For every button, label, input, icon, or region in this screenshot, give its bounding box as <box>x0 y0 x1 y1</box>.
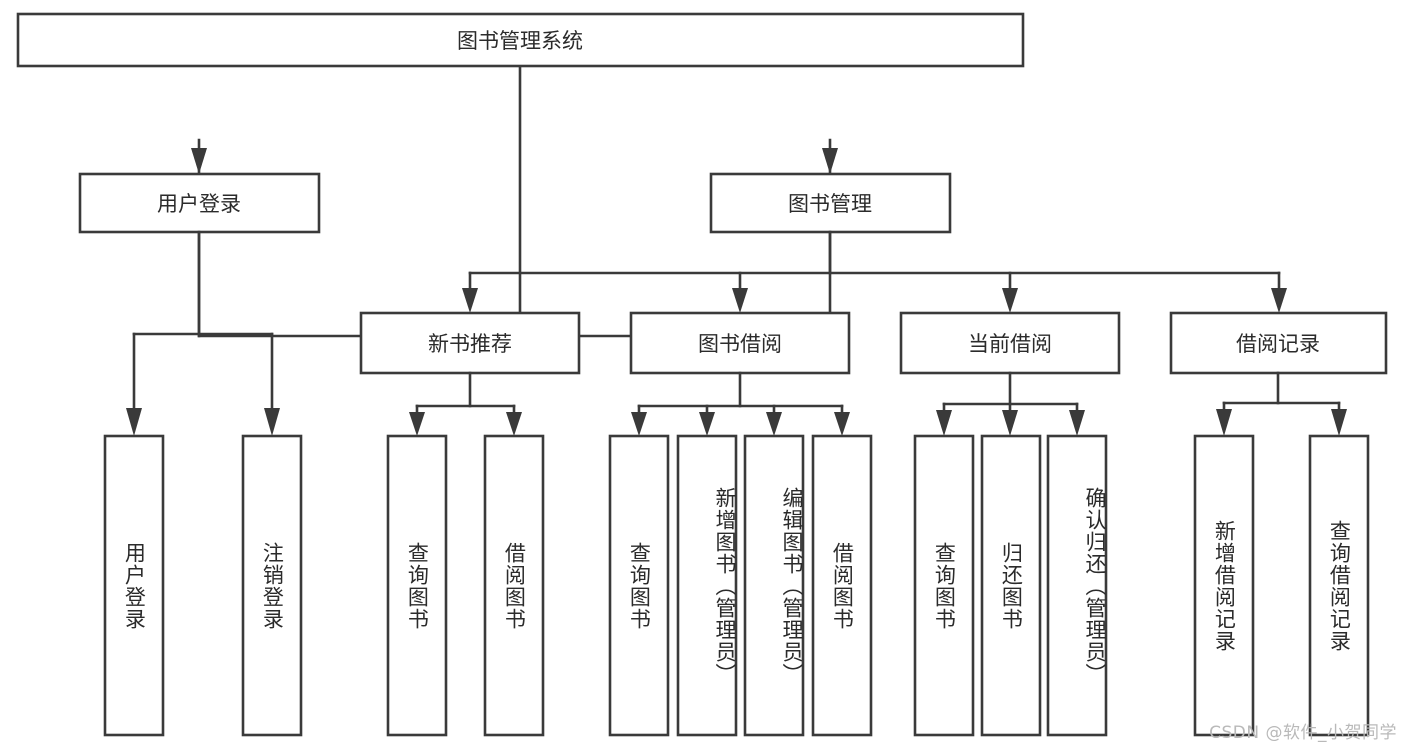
arrow-to-borrow-record <box>1271 288 1287 313</box>
arrow-borrow-record-leaf-1 <box>1216 409 1232 436</box>
leaf-borrow-record-2-rect[interactable] <box>1308 434 1370 737</box>
node-borrow-record-rect[interactable] <box>1169 311 1388 375</box>
node-new-book-recommend[interactable]: 新书推荐 <box>359 311 581 375</box>
node-new-book-recommend-rect[interactable] <box>359 311 581 375</box>
node-user-login-rect[interactable] <box>78 172 321 234</box>
arrow-root-to-book-manage <box>822 148 838 174</box>
leaf-book-borrow-2-rect[interactable] <box>676 434 738 737</box>
arrow-current-borrow-leaf-1 <box>936 410 952 436</box>
connector-group-book-manage <box>462 230 1287 313</box>
node-borrow-record-label: 借阅记录 <box>1236 332 1320 356</box>
connector-group-user-login-leaves <box>126 230 280 436</box>
node-root-rect[interactable] <box>16 12 1025 68</box>
arrow-current-borrow-leaf-2 <box>1002 410 1018 436</box>
node-book-borrow[interactable]: 图书借阅 <box>629 311 851 375</box>
leaf-current-borrow-1-rect[interactable] <box>913 434 975 737</box>
node-user-login-label: 用户登录 <box>157 192 241 216</box>
arrow-book-borrow-leaf-2 <box>699 412 715 436</box>
arrow-to-book-borrow <box>732 288 748 313</box>
node-root-label: 图书管理系统 <box>457 29 583 53</box>
arrow-user-login-leaf-1 <box>126 408 142 436</box>
arrow-book-borrow-leaf-4 <box>834 412 850 436</box>
node-current-borrow-rect[interactable] <box>899 311 1121 375</box>
leaf-book-borrow-3-rect[interactable] <box>743 434 805 737</box>
arrow-new-book-leaf-1 <box>409 412 425 436</box>
node-current-borrow[interactable]: 当前借阅 <box>899 311 1121 375</box>
node-user-login[interactable]: 用户登录 <box>78 172 321 234</box>
watermark-text: CSDN @软件_小贺同学 <box>1209 723 1397 743</box>
connector-group-current-borrow-leaves <box>936 371 1085 436</box>
leaf-book-borrow-1-rect[interactable] <box>608 434 670 737</box>
node-book-borrow-label: 图书借阅 <box>698 332 782 356</box>
node-book-manage[interactable]: 图书管理 <box>709 172 952 234</box>
connector-group-book-borrow-leaves <box>631 371 850 436</box>
node-book-manage-label: 图书管理 <box>788 192 872 216</box>
leaf-new-book-2-rect[interactable] <box>483 434 545 737</box>
leaf-user-login-2-rect[interactable] <box>241 434 303 737</box>
arrow-borrow-record-leaf-2 <box>1331 409 1347 436</box>
arrow-new-book-leaf-2 <box>506 412 522 436</box>
arrow-user-login-leaf-2 <box>264 408 280 436</box>
arrow-root-to-user-login <box>191 148 207 174</box>
node-book-borrow-rect[interactable] <box>629 311 851 375</box>
node-new-book-recommend-label: 新书推荐 <box>428 332 512 356</box>
leaf-current-borrow-2-rect[interactable] <box>980 434 1042 737</box>
arrow-book-borrow-leaf-3 <box>766 412 782 436</box>
connector-group-borrow-record-leaves <box>1216 371 1347 436</box>
arrow-book-borrow-leaf-1 <box>631 412 647 436</box>
leaf-new-book-1-rect[interactable] <box>386 434 448 737</box>
node-borrow-record[interactable]: 借阅记录 <box>1169 311 1388 375</box>
leaf-user-login-1-rect[interactable] <box>103 434 165 737</box>
arrow-to-new-book <box>462 288 478 313</box>
leaf-book-borrow-4-rect[interactable] <box>811 434 873 737</box>
arrow-to-current-borrow <box>1002 288 1018 313</box>
connector-group-new-book-leaves <box>409 371 522 436</box>
node-root[interactable]: 图书管理系统 <box>16 12 1025 68</box>
leaf-current-borrow-3-rect[interactable] <box>1046 434 1108 737</box>
node-current-borrow-label: 当前借阅 <box>968 332 1052 356</box>
arrow-current-borrow-leaf-3 <box>1069 410 1085 436</box>
leaf-borrow-record-1-rect[interactable] <box>1193 434 1255 737</box>
